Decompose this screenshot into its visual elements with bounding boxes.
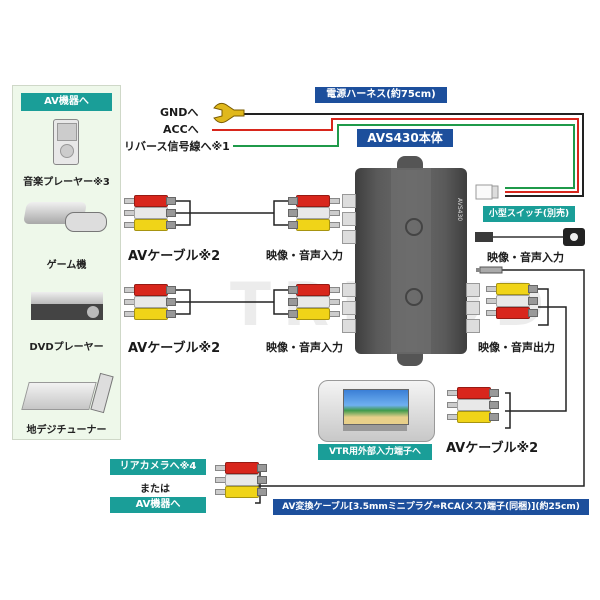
rca-plug-white: [288, 207, 340, 219]
rca-plug-yellow: [447, 411, 499, 423]
av-device-label: AV機器へ: [110, 497, 206, 513]
rca-plug-red: [486, 307, 538, 319]
rca-plug-yellow: [288, 219, 340, 231]
dvd-player-icon: [31, 292, 103, 322]
rca-plug-white: [288, 296, 340, 308]
rca-plug-yellow: [124, 308, 176, 320]
reverse-wire: [233, 124, 575, 189]
car-monitor-icon: [318, 380, 435, 442]
input-label-1: 映像・音声入力: [266, 249, 343, 262]
av-devices-header: AV機器へ: [21, 93, 112, 111]
conversion-cable-label: AV変換ケーブル[3.5mmミニプラグ⇔RCA(メス)端子(同梱)](約25cm…: [273, 499, 589, 515]
rca-plug-red: [124, 195, 176, 207]
av-cable-label-3: AVケーブル※2: [446, 441, 539, 456]
rca-plug-yellow: [215, 486, 267, 498]
input-label-3: 映像・音声入力: [487, 251, 564, 264]
rca-plug-yellow: [486, 283, 538, 295]
rca-plug-red: [447, 387, 499, 399]
av-cable-1: [175, 200, 288, 226]
vtr-input-label: VTR用外部入力端子へ: [318, 444, 432, 460]
small-switch-label: 小型スイッチ(別売): [483, 206, 575, 222]
small-switch-icon: [475, 228, 585, 246]
device-label-digital-tuner: 地デジチューナー: [26, 425, 107, 436]
input-jacks-1: [342, 194, 356, 244]
device-label-music-player: 音楽プレーヤー※3: [23, 177, 110, 188]
rca-plug-red: [124, 284, 176, 296]
rca-plug-white: [124, 207, 176, 219]
game-console-icon: [23, 198, 107, 238]
device-label-game-console: ゲーム機: [46, 260, 87, 271]
rca-plug-red: [288, 284, 340, 296]
unit-model-text: AVS430: [456, 198, 463, 222]
acc-wire: [212, 118, 579, 193]
av-cable-label-2: AVケーブル※2: [128, 341, 221, 356]
rca-plug-white: [215, 474, 267, 486]
rca-plug-yellow: [124, 219, 176, 231]
input-label-2: 映像・音声入力: [266, 341, 343, 354]
output-jacks: [466, 283, 480, 333]
reverse-signal-label: リバース信号線へ※1: [124, 140, 230, 153]
rca-plug-red: [215, 462, 267, 474]
source-devices-panel: AV機器へ 音楽プレーヤー※3 ゲーム機 DVDプレーヤー 地デジチューナー: [12, 85, 121, 440]
or-label: または: [140, 484, 170, 495]
digital-tuner-icon: [21, 372, 114, 414]
input-jacks-2: [342, 283, 356, 333]
rca-plug-white: [124, 296, 176, 308]
rca-plug-red: [288, 195, 340, 207]
power-harness-label: 電源ハーネス(約75cm): [315, 87, 447, 103]
gnd-terminal-icon: [213, 102, 245, 124]
av-cable-2: [175, 289, 288, 315]
rca-plug-yellow: [288, 308, 340, 320]
rca-plug-white: [486, 295, 538, 307]
rear-camera-label: リアカメラへ※4: [110, 459, 206, 475]
avs430-unit: AVS430: [355, 156, 467, 366]
acc-label: ACCへ: [163, 123, 199, 136]
gnd-wire: [243, 113, 584, 197]
rca-plug-white: [447, 399, 499, 411]
unit-title-label: AVS430本体: [357, 129, 453, 147]
music-player-icon: [53, 119, 79, 165]
output-cable: [505, 288, 567, 429]
output-label: 映像・音声出力: [478, 341, 555, 354]
av-cable-label-1: AVケーブル※2: [128, 249, 221, 264]
device-label-dvd-player: DVDプレーヤー: [29, 342, 104, 353]
gnd-label: GNDへ: [160, 106, 199, 119]
